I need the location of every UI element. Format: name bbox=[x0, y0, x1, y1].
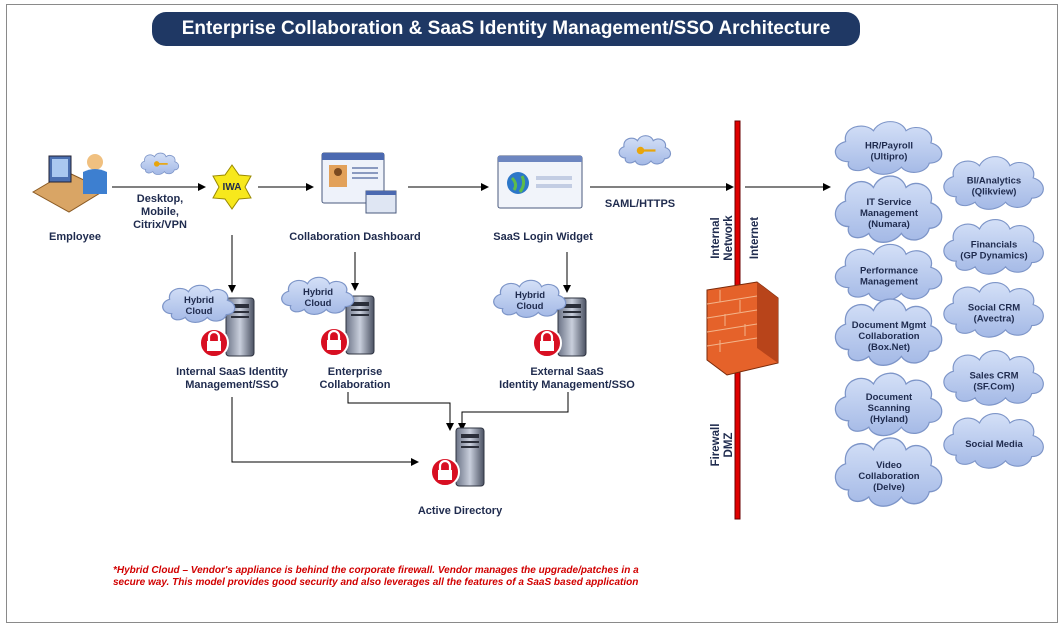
saas-app-cloud: Sales CRM(SF.Com) bbox=[943, 349, 1045, 406]
login-widget-icon bbox=[497, 155, 583, 209]
app-label: HR/Payroll(Ultipro) bbox=[865, 141, 913, 163]
employee-icon bbox=[31, 154, 107, 213]
iwa-star-icon bbox=[212, 164, 252, 210]
access-methods-label: Desktop, Mobile, Citrix/VPN bbox=[133, 193, 187, 231]
protocol-label: SAML/HTTPS bbox=[604, 198, 676, 210]
iwa-label: IWA bbox=[222, 182, 242, 193]
diagram-frame bbox=[6, 4, 1058, 623]
key-cloud-icon bbox=[140, 152, 180, 175]
active-directory-label: Active Directory bbox=[417, 505, 503, 517]
saas-app-cloud: HR/Payroll(Ultipro) bbox=[834, 120, 943, 176]
firewall-dmz-label: FirewallDMZ bbox=[710, 424, 735, 467]
saas-app-cloud: Social Media bbox=[943, 412, 1045, 469]
page-title: Enterprise Collaboration & SaaS Identity… bbox=[152, 12, 860, 46]
employee-label: Employee bbox=[49, 231, 101, 243]
app-label: Social CRM(Avectra) bbox=[968, 303, 1020, 325]
enterprise-collaboration-label: Enterprise Collaboration bbox=[319, 366, 391, 391]
internal-sso-label: Internal SaaS Identity Management/SSO bbox=[176, 366, 288, 391]
saas-app-cloud: Financials(GP Dynamics) bbox=[943, 218, 1045, 275]
saas-app-cloud: Social CRM(Avectra) bbox=[943, 281, 1045, 338]
key-cloud-icon bbox=[618, 135, 672, 166]
app-label: Social Media bbox=[965, 439, 1023, 450]
collaboration-dashboard-label: Collaboration Dashboard bbox=[289, 231, 421, 243]
footnote: *Hybrid Cloud – Vendor's appliance is be… bbox=[113, 565, 639, 588]
connector-lines bbox=[112, 183, 831, 466]
internet-label: Internet bbox=[749, 217, 761, 259]
firewall-icon bbox=[706, 281, 779, 376]
internal-network-label: InternalNetwork bbox=[710, 215, 735, 261]
saas-app-cloud: BI/Analytics(Qlikview) bbox=[943, 155, 1045, 211]
saas-login-widget-label: SaaS Login Widget bbox=[493, 231, 593, 243]
app-label: BI/Analytics(Qlikview) bbox=[967, 176, 1021, 198]
dashboard-icon bbox=[321, 152, 397, 214]
app-label: Sales CRM(SF.Com) bbox=[969, 371, 1018, 393]
external-sso-label: External SaaS Identity Management/SSO bbox=[499, 366, 635, 391]
app-label: Financials(GP Dynamics) bbox=[960, 240, 1027, 262]
active-directory-server bbox=[429, 427, 485, 488]
